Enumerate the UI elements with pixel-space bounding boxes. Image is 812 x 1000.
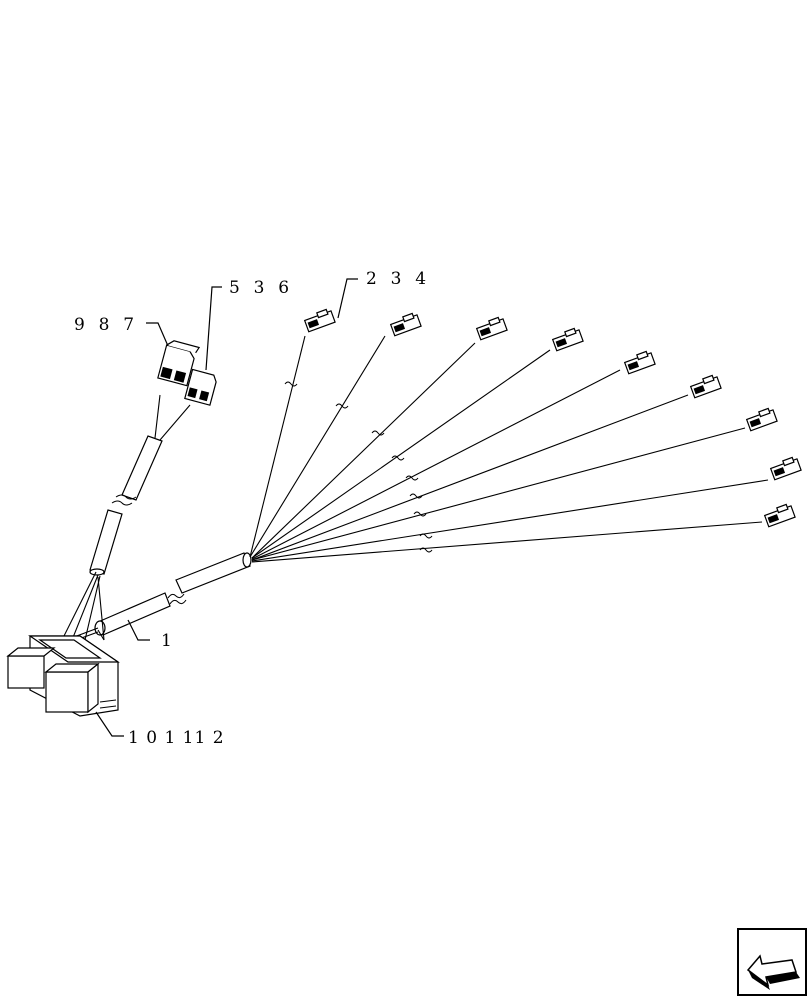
connector-1 [303,308,336,333]
connector-6 [689,374,722,399]
callout-label-1: 1 [161,631,173,651]
connector-9 [763,503,796,528]
connector-4 [551,327,584,352]
connector-3 [475,316,508,341]
connector-2 [389,312,422,337]
connector-7 [745,407,778,432]
callout-leaders [95,278,358,737]
fan-out-wires [249,335,769,563]
callout-label-2-3-4: 2 3 4 [366,269,427,289]
module-wires [61,571,105,641]
callout-label-9-8-7: 9 8 7 [74,315,135,335]
callout-label-5-3-6: 5 3 6 [229,278,290,298]
callout-label-module: 1 0 1 11 2 [128,728,225,748]
left-branch-harness [89,394,191,576]
connector-8 [769,456,802,481]
sensor-connectors [303,308,802,528]
main-harness-trunk [94,552,252,636]
arrow-back-icon[interactable] [737,928,807,996]
connector-large-a [157,340,201,387]
control-module [6,635,120,717]
connector-5 [623,350,656,375]
connector-large-b [184,368,217,406]
left-connectors [157,340,217,406]
